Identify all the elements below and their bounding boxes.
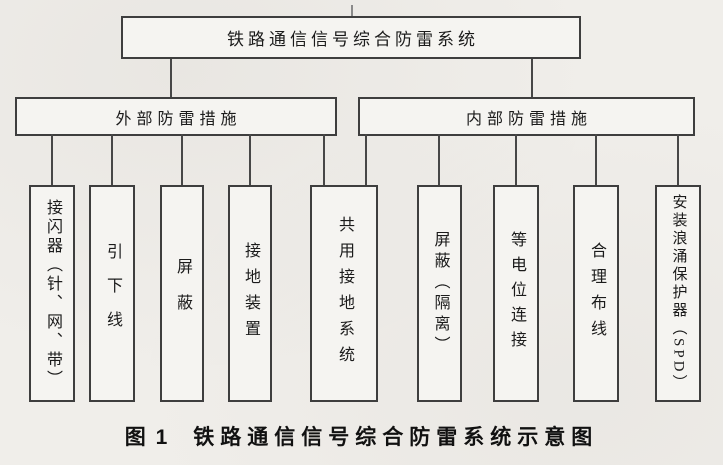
- node-internal-measures: 内部防雷措施: [358, 97, 695, 136]
- leaf-surge-protector-label: 安装浪涌保护器（SPD）: [670, 194, 687, 393]
- edge-root-external: [170, 59, 172, 97]
- edge-internal-surge-protector: [677, 134, 679, 186]
- edge-root-internal: [531, 59, 533, 97]
- edge-external-down-conductor: [111, 134, 113, 186]
- edge-external-common-grounding: [323, 134, 325, 186]
- leaf-equipotential-bonding: 等电位连接: [493, 185, 539, 402]
- leaf-shielding-isolation: 屏蔽（隔离）: [417, 185, 462, 402]
- edge-external-air-terminal: [51, 134, 53, 186]
- leaf-shielding: 屏蔽: [160, 185, 204, 402]
- figure-caption-title: 铁路通信信号综合防雷系统示意图: [193, 426, 599, 449]
- leaf-common-grounding-system: 共用接地系统: [310, 185, 378, 402]
- edge-internal-common-grounding: [365, 134, 367, 186]
- leaf-rational-wiring: 合理布线: [573, 185, 619, 402]
- edge-external-shielding: [181, 134, 183, 186]
- node-external-measures-label: 外部防雷措施: [115, 110, 242, 128]
- node-root-label: 铁路通信信号综合防雷系统: [227, 30, 479, 49]
- edge-internal-equipotential-bonding: [515, 134, 517, 186]
- leaf-shielding-label: 屏蔽: [174, 257, 191, 330]
- leaf-air-terminal-label: 接闪器（针、网、带）: [44, 198, 61, 389]
- edge-internal-shielding-isolation: [438, 134, 440, 186]
- edge-internal-rational-wiring: [595, 134, 597, 186]
- edge-external-grounding-device: [249, 134, 251, 186]
- figure-number: 图 1: [124, 426, 170, 449]
- figure-caption: 图 1 铁路通信信号综合防雷系统示意图: [0, 421, 723, 451]
- leaf-grounding-device-label: 接地装置: [242, 241, 259, 346]
- leaf-air-terminal: 接闪器（针、网、带）: [29, 185, 75, 402]
- leaf-equipotential-bonding-label: 等电位连接: [508, 231, 525, 356]
- leaf-grounding-device: 接地装置: [228, 185, 272, 402]
- leaf-down-conductor-label: 引下线: [104, 242, 121, 345]
- node-internal-measures-label: 内部防雷措施: [465, 110, 592, 128]
- leaf-common-grounding-system-label: 共用接地系统: [336, 215, 353, 372]
- node-external-measures: 外部防雷措施: [15, 97, 337, 136]
- leaf-rational-wiring-label: 合理布线: [588, 241, 605, 346]
- leaf-surge-protector: 安装浪涌保护器（SPD）: [655, 185, 701, 402]
- node-root: 铁路通信信号综合防雷系统: [121, 16, 581, 59]
- leaf-down-conductor: 引下线: [89, 185, 135, 402]
- scan-artifact-line: [351, 5, 353, 16]
- leaf-shielding-isolation-label: 屏蔽（隔离）: [431, 230, 449, 357]
